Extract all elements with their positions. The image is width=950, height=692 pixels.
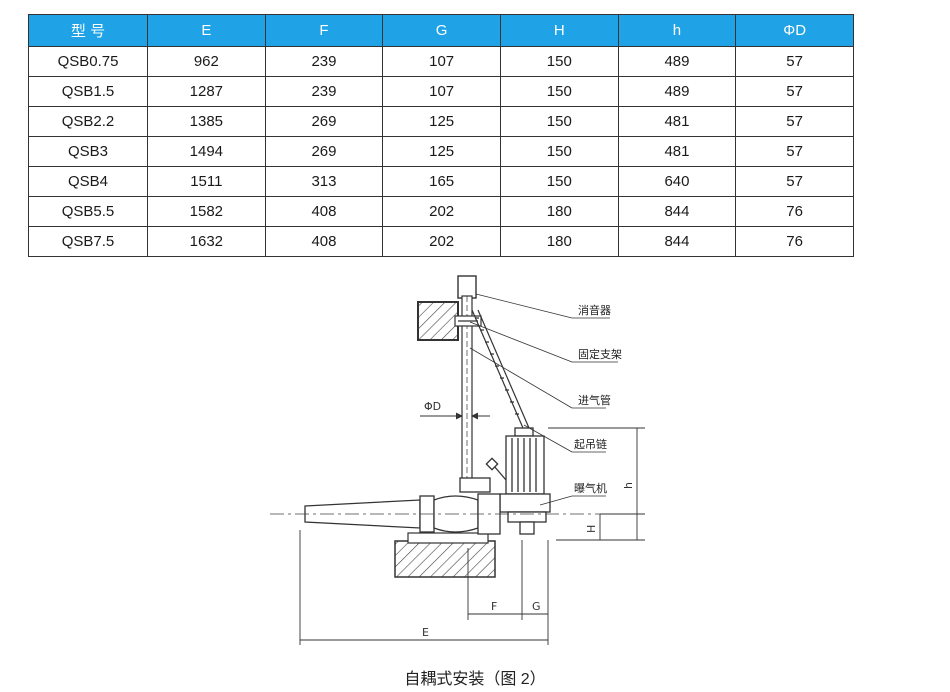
cell-model: QSB2.2	[28, 106, 148, 137]
table-row: QSB0.75 962 239 107 150 489 57	[28, 46, 854, 77]
cell-model: QSB0.75	[28, 46, 148, 77]
cell-phid: 57	[735, 46, 854, 77]
table-row: QSB5.5 1582 408 202 180 844 76	[28, 196, 854, 227]
header-phid: ΦD	[735, 14, 854, 47]
concrete-base	[394, 532, 496, 578]
cell-g: 202	[382, 226, 501, 257]
header-model: 型 号	[28, 14, 148, 47]
cell-small-h: 844	[617, 196, 737, 227]
label-aerator: 曝气机	[574, 481, 607, 495]
table-header-row: 型 号 E F G H h ΦD	[28, 14, 854, 47]
label-big-h: H	[585, 525, 598, 533]
table-row: QSB2.2 1385 269 125 150 481 57	[28, 106, 854, 137]
cell-g: 202	[382, 196, 501, 227]
wall-block	[417, 301, 459, 341]
cell-big-h: 150	[499, 106, 619, 137]
cell-big-h: 150	[499, 76, 619, 107]
label-h: h	[622, 482, 635, 489]
label-f: F	[491, 600, 497, 613]
lifting-chain	[471, 309, 530, 429]
cell-e: 1494	[147, 136, 266, 167]
cell-big-h: 150	[499, 46, 619, 77]
cell-small-h: 481	[617, 136, 737, 167]
cell-small-h: 640	[617, 166, 737, 197]
cell-g: 107	[382, 46, 501, 77]
cell-f: 269	[264, 106, 384, 137]
cell-e: 1511	[147, 166, 266, 197]
outlet-nozzle	[304, 477, 501, 535]
cell-model: QSB4	[28, 166, 148, 197]
label-muffler: 消音器	[578, 303, 611, 317]
table-row: QSB1.5 1287 239 107 150 489 57	[28, 76, 854, 107]
cell-f: 408	[264, 196, 384, 227]
figure-caption: 自耦式安装（图 2）	[404, 671, 546, 688]
cell-model: QSB3	[28, 136, 148, 167]
label-air-pipe: 进气管	[578, 393, 611, 407]
header-g: G	[382, 14, 501, 47]
cell-big-h: 150	[499, 136, 619, 167]
cell-phid: 57	[735, 106, 854, 137]
cell-e: 962	[147, 46, 266, 77]
cell-model: QSB5.5	[28, 196, 148, 227]
cell-e: 1385	[147, 106, 266, 137]
dim-heights	[548, 427, 645, 541]
label-phid: ΦD	[424, 400, 441, 413]
installation-diagram: ΦD h H F G E 消音器 固定支架 进气管 起吊链 曝气机	[270, 275, 645, 645]
cell-e: 1287	[147, 76, 266, 107]
cell-big-h: 180	[499, 196, 619, 227]
cell-f: 239	[264, 76, 384, 107]
cell-g: 125	[382, 106, 501, 137]
label-bracket: 固定支架	[578, 347, 622, 361]
header-f: F	[264, 14, 384, 47]
cell-big-h: 150	[499, 166, 619, 197]
guide-pipe	[457, 275, 477, 487]
cell-f: 269	[264, 136, 384, 167]
label-g: G	[532, 600, 541, 613]
dim-phid	[420, 412, 490, 420]
cell-f: 239	[264, 46, 384, 77]
table-row: QSB4 1511 313 165 150 640 57	[28, 166, 854, 197]
spec-table: 型 号 E F G H h ΦD QSB0.75 962 239 107 150…	[28, 14, 854, 257]
cell-small-h: 481	[617, 106, 737, 137]
aerator-motor	[485, 427, 551, 535]
cell-g: 107	[382, 76, 501, 107]
cell-phid: 57	[735, 76, 854, 107]
cell-big-h: 180	[499, 226, 619, 257]
cell-e: 1632	[147, 226, 266, 257]
cell-model: QSB1.5	[28, 76, 148, 107]
header-e: E	[147, 14, 266, 47]
header-small-h: h	[617, 14, 737, 47]
cell-f: 313	[264, 166, 384, 197]
cell-small-h: 489	[617, 46, 737, 77]
bracket	[454, 315, 482, 327]
dim-horizontal	[299, 530, 549, 645]
header-big-h: H	[499, 14, 619, 47]
table-row: QSB3 1494 269 125 150 481 57	[28, 136, 854, 167]
cell-g: 125	[382, 136, 501, 167]
cell-phid: 57	[735, 166, 854, 197]
cell-phid: 76	[735, 226, 854, 257]
table-row: QSB7.5 1632 408 202 180 844 76	[28, 226, 854, 257]
cell-g: 165	[382, 166, 501, 197]
cell-small-h: 844	[617, 226, 737, 257]
callout-lines	[469, 293, 618, 506]
cell-small-h: 489	[617, 76, 737, 107]
cell-phid: 57	[735, 136, 854, 167]
label-e: E	[422, 626, 429, 639]
label-chain: 起吊链	[574, 437, 607, 451]
cell-model: QSB7.5	[28, 226, 148, 257]
cell-f: 408	[264, 226, 384, 257]
cell-phid: 76	[735, 196, 854, 227]
cell-e: 1582	[147, 196, 266, 227]
